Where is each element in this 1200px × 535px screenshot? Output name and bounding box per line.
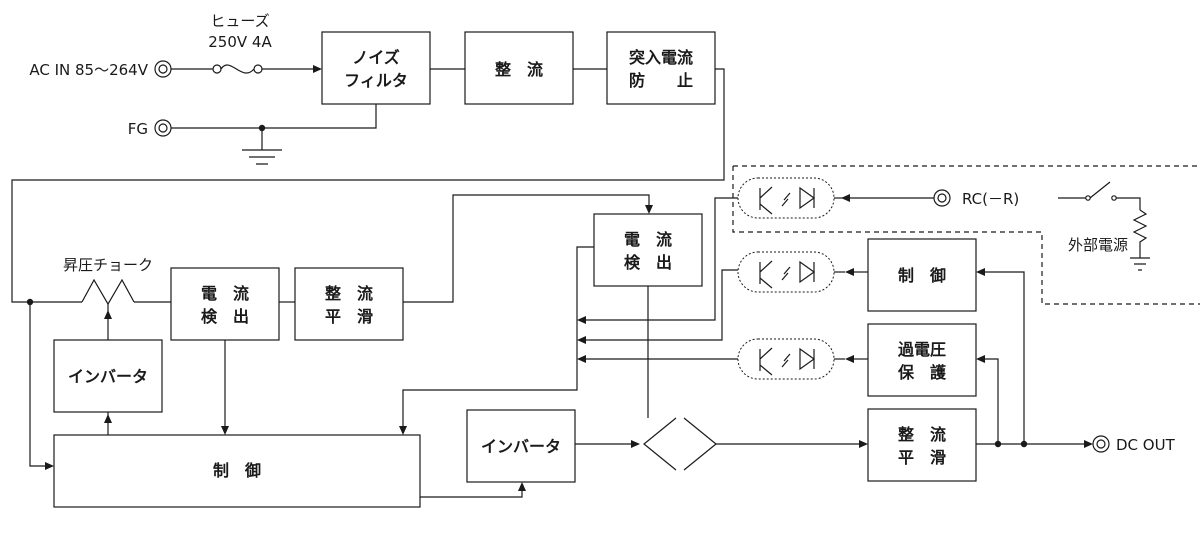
- fuse-icon: [212, 64, 263, 74]
- boost-choke-label: 昇圧チョーク: [63, 256, 153, 274]
- noise-filter-block: ノイズ フィルタ: [321, 31, 431, 105]
- ovp-line2: 保 護: [897, 363, 947, 382]
- current-detect-1-line1: 電 流: [201, 284, 249, 303]
- current-detect-1-line2: 検 出: [201, 307, 249, 326]
- ac-in-terminal: [154, 60, 172, 78]
- dc-out-label: DC OUT: [1116, 436, 1176, 454]
- control-right-label: 制 御: [898, 266, 946, 285]
- noise-filter-line2: フィルタ: [344, 71, 408, 90]
- main-control-label: 制 御: [213, 461, 261, 480]
- ext-power-label: 外部電源: [1068, 236, 1128, 254]
- control-block-right: 制 御: [867, 238, 977, 312]
- photocoupler-icon-rc: [737, 177, 835, 219]
- resistor-icon: [1132, 209, 1148, 258]
- current-detect-block-2: 電 流 検 出: [593, 213, 703, 287]
- photocoupler-icon-control: [737, 251, 835, 293]
- boost-choke-icon: [81, 278, 135, 306]
- photocoupler-icon-ovp: [737, 338, 835, 380]
- dc-out-terminal: [1092, 435, 1110, 453]
- inverter-1-label: インバータ: [68, 367, 148, 386]
- current-detect-2-line1: 電 流: [624, 230, 672, 249]
- smoothing-1-line1: 整 流: [324, 284, 373, 303]
- rectifier-block: 整 流: [464, 31, 574, 105]
- transformer-icon: [643, 286, 717, 471]
- inrush-line1: 突入電流: [629, 48, 693, 67]
- ovp-line1: 過電圧: [897, 340, 946, 359]
- ovp-block: 過電圧 保 護: [867, 323, 977, 397]
- switch-icon: [1058, 181, 1141, 210]
- current-detect-block-1: 電 流 検 出: [170, 267, 280, 341]
- smoothing-1-line2: 平 滑: [325, 307, 373, 326]
- smoothing-block-1: 整 流 平 滑: [294, 267, 404, 341]
- main-control-block: 制 御: [53, 434, 421, 508]
- fg-terminal: [154, 119, 172, 137]
- smoothing-block-2: 整 流 平 滑: [867, 408, 977, 482]
- smoothing-2-line1: 整 流: [897, 425, 946, 444]
- rc-terminal: [933, 189, 951, 207]
- ac-in-label: AC IN 85～264V: [29, 61, 148, 79]
- inverter-2-label: インバータ: [481, 437, 561, 456]
- fuse-rating: 250V 4A: [208, 33, 272, 51]
- fg-label: FG: [128, 120, 148, 138]
- inverter-block-1: インバータ: [53, 339, 163, 413]
- ground-icon-ext: [1130, 257, 1150, 271]
- inrush-limiter-block: 突入電流 防 止: [606, 31, 716, 105]
- inrush-line2: 防 止: [629, 71, 693, 90]
- rectifier-label: 整 流: [494, 60, 543, 79]
- ground-icon: [242, 128, 282, 165]
- current-detect-2-line2: 検 出: [624, 253, 672, 272]
- smoothing-2-line2: 平 滑: [898, 448, 946, 467]
- inverter-block-2: インバータ: [466, 409, 576, 483]
- noise-filter-line1: ノイズ: [352, 48, 400, 67]
- fuse-title: ヒューズ: [210, 12, 269, 30]
- rc-label: RC(－R): [962, 190, 1019, 208]
